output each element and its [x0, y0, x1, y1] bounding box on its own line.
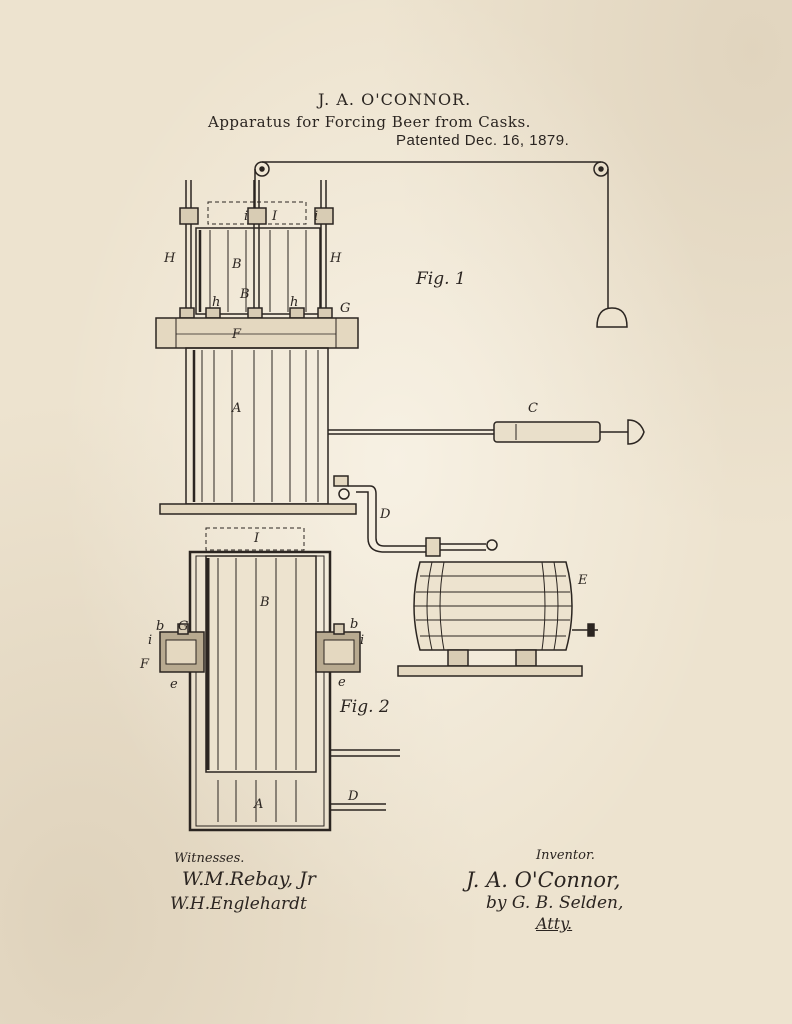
witness-signature-1: W.M.Rebay, Jr	[182, 868, 316, 890]
label-i-small-right: i	[360, 633, 364, 648]
label-b-small-right: b	[350, 617, 358, 632]
inventor-label: Inventor.	[536, 848, 595, 863]
label-b-lower: B	[239, 287, 250, 302]
fig2-flanges	[159, 623, 361, 673]
label-d-fig2: D	[347, 789, 359, 804]
label-i-top: I	[271, 209, 278, 224]
fig2-lower-section	[217, 780, 297, 822]
fig1-title: Fig. 1	[415, 269, 466, 289]
label-b-upper: B	[231, 257, 242, 272]
patent-title: Apparatus for Forcing Beer from Casks.	[208, 113, 531, 131]
attorney-label: Atty.	[536, 914, 573, 933]
counter-weight	[596, 307, 628, 328]
label-a-fig1: A	[231, 401, 241, 416]
inventor-signature: J. A. O'Connor,	[466, 868, 621, 892]
patent-inventor-name: J. A. O'CONNOR.	[318, 90, 472, 109]
label-f-fig1: F	[231, 327, 242, 342]
fig1-drawing	[155, 161, 645, 677]
witness-signature-2: W.H.Englehardt	[170, 894, 307, 914]
label-i-fig2: I	[253, 531, 260, 546]
agent-signature: by G. B. Selden,	[486, 893, 624, 913]
flange-f	[155, 317, 359, 349]
label-b-fig2: B	[259, 595, 270, 610]
label-f-fig2: F	[139, 657, 150, 672]
label-e-small-left: e	[170, 677, 178, 692]
fig2-outer-shell	[188, 550, 332, 832]
label-h-small-1: h	[212, 295, 220, 310]
witnesses-label: Witnesses.	[174, 851, 245, 866]
bolt-nuts	[179, 307, 333, 319]
fig2-dashed-cover	[205, 527, 305, 551]
label-e-barrel: E	[577, 573, 588, 588]
label-h-right: H	[329, 251, 342, 266]
label-b-small-left: b	[156, 619, 164, 634]
crossbar-clamps	[179, 207, 334, 225]
label-g-fig2: G	[178, 619, 188, 634]
fig1-base	[159, 503, 357, 515]
fig2-pipes	[330, 749, 400, 811]
label-h-small-2: h	[290, 295, 298, 310]
fig2-inner-vessel	[205, 555, 317, 773]
label-e-small-right: e	[338, 675, 346, 690]
label-i-small-1: i	[244, 209, 248, 224]
guide-rods	[185, 180, 327, 318]
outer-vessel-a	[185, 347, 329, 505]
patent-date: Patented Dec. 16, 1879.	[396, 132, 570, 149]
fig2-drawing	[159, 527, 400, 832]
label-d-fig1: D	[379, 507, 391, 522]
label-a-fig2: A	[253, 797, 263, 812]
air-pump-c	[328, 419, 645, 445]
label-i-small-2: i	[314, 209, 318, 224]
fig2-title: Fig. 2	[339, 697, 390, 717]
label-i-small-left: i	[148, 633, 152, 648]
label-c: C	[528, 401, 538, 416]
barrel-e	[397, 561, 598, 677]
pipe-d	[333, 475, 498, 557]
label-h-left: H	[163, 251, 176, 266]
label-g-fig1: G	[340, 301, 350, 316]
pulley-rope	[254, 161, 609, 308]
